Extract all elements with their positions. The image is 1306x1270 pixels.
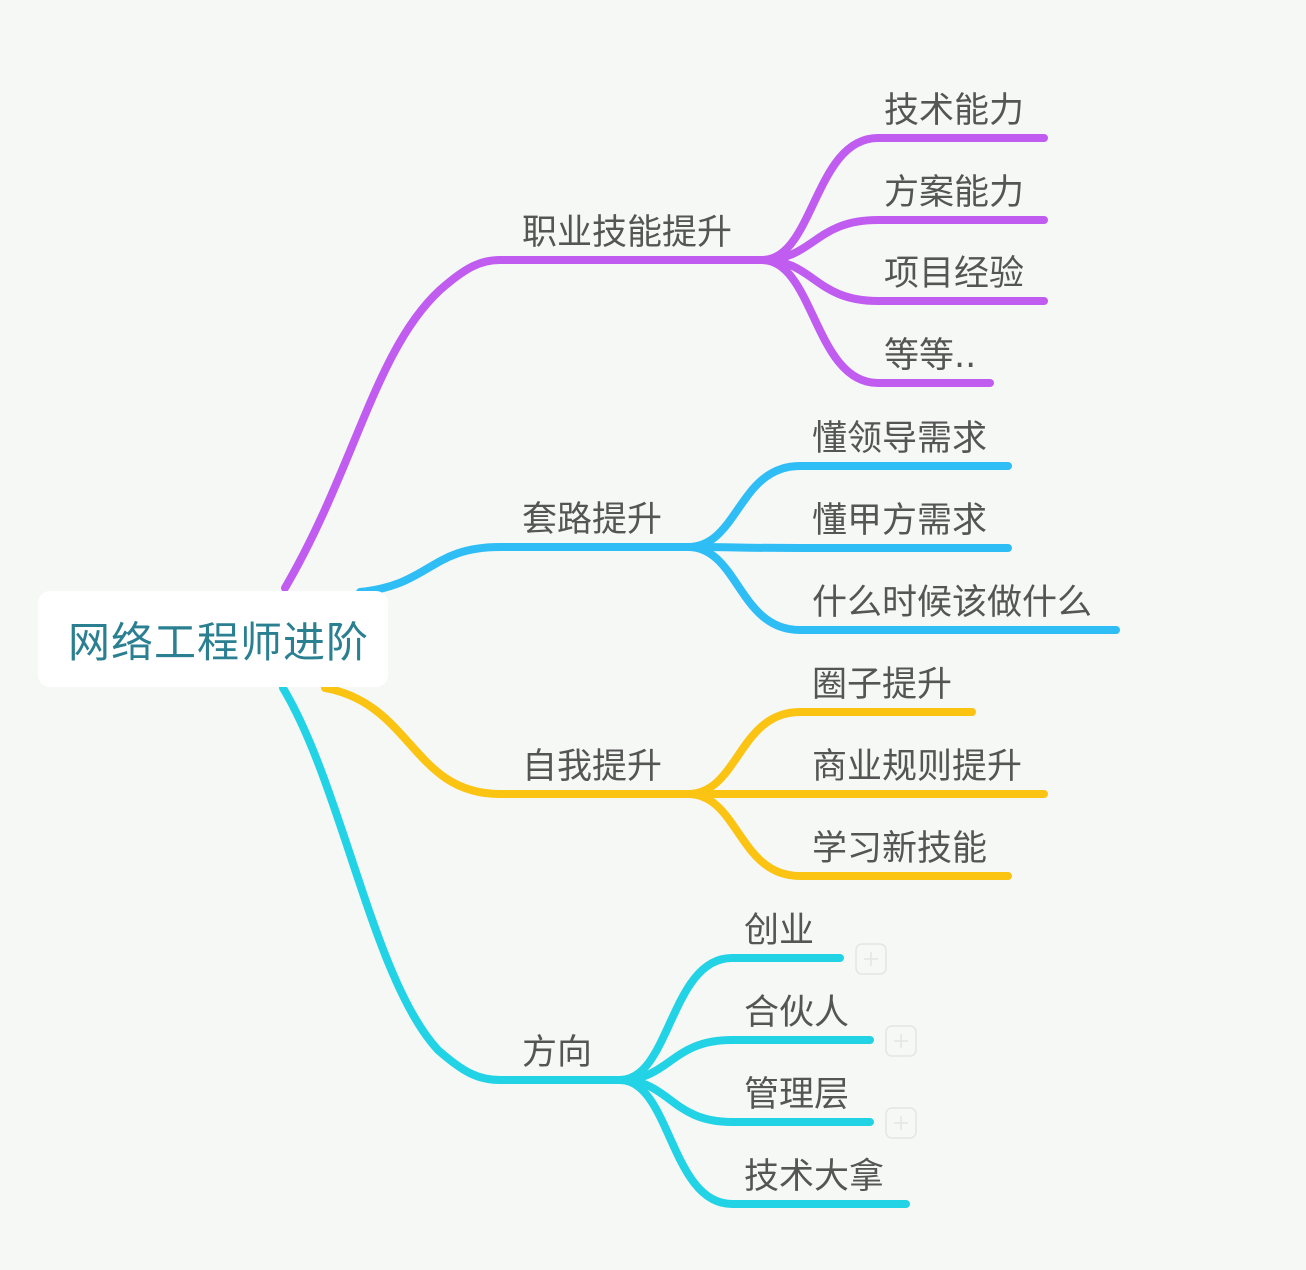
root-node[interactable]: 网络工程师进阶 [38,591,388,687]
leaf-label-1-1[interactable]: 懂甲方需求 [812,501,987,541]
branch-label-1[interactable]: 套路提升 [522,500,662,540]
leaf-connector-3-0 [616,954,844,1084]
branch-label-3[interactable]: 方向 [522,1033,592,1073]
leaf-label-3-3[interactable]: 技术大拿 [744,1157,884,1197]
leaf-label-0-0[interactable]: 技术能力 [884,91,1024,131]
leaf-label-2-0[interactable]: 圈子提升 [812,665,952,705]
leaf-label-3-0[interactable]: 创业 [744,911,814,951]
leaf-label-0-2[interactable]: 项目经验 [884,254,1024,294]
branch-connector-3 [279,684,624,1084]
leaf-label-3-2[interactable]: 管理层 [744,1075,849,1115]
leaf-label-1-2[interactable]: 什么时候该做什么 [812,583,1092,623]
branch-label-2[interactable]: 自我提升 [522,747,662,787]
leaf-label-3-1[interactable]: 合伙人 [744,993,849,1033]
leaf-label-2-1[interactable]: 商业规则提升 [812,747,1022,787]
leaf-connector-1-1 [684,543,1012,552]
leaf-connector-0-3 [758,256,994,387]
leaf-connector-3-3 [616,1076,910,1208]
plus-square-icon[interactable] [855,943,887,975]
root-node-label: 网络工程师进阶 [68,618,370,666]
leaf-connector-0-0 [758,134,1048,264]
leaf-connector-1-2 [684,543,1120,634]
branch-connector-1 [356,543,692,596]
leaf-label-2-2[interactable]: 学习新技能 [812,829,987,869]
branch-connector-0 [281,256,766,592]
plus-square-icon[interactable] [885,1107,917,1139]
plus-square-icon[interactable] [885,1025,917,1057]
collapse-indicators [855,943,917,1139]
leaf-label-0-3[interactable]: 等等.. [884,336,976,376]
leaf-connector-2-2 [684,790,1012,880]
branch-label-0[interactable]: 职业技能提升 [522,213,732,253]
mindmap-connectors [279,134,1120,1208]
leaf-label-0-1[interactable]: 方案能力 [884,173,1024,213]
branch-connector-2 [321,684,692,798]
leaf-label-1-0[interactable]: 懂领导需求 [812,419,987,459]
